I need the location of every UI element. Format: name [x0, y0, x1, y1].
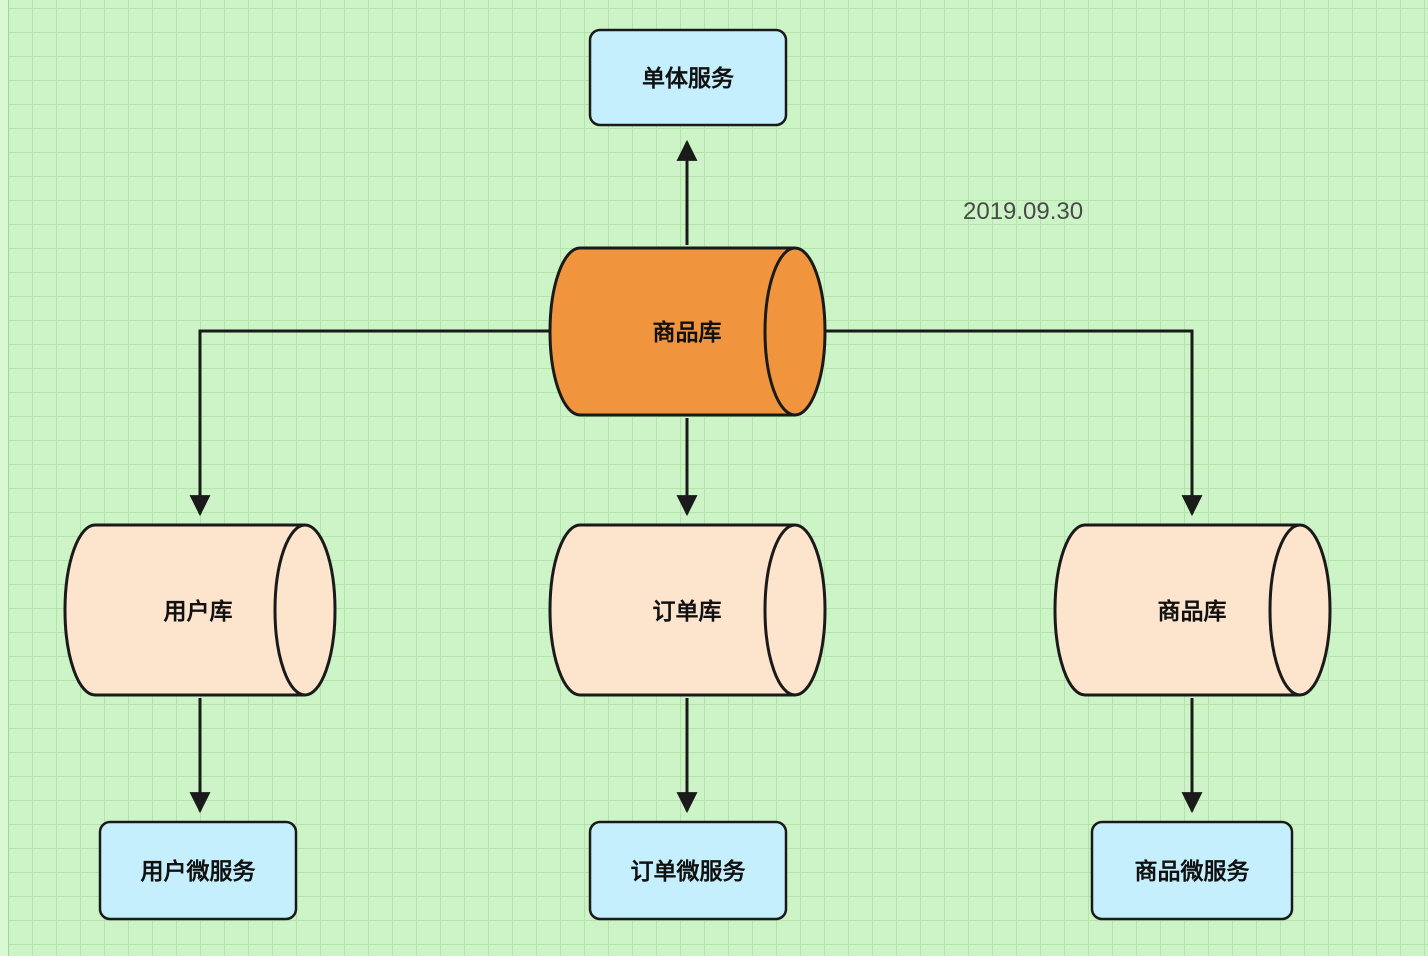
- date-annotation: 2019.09.30: [963, 198, 1083, 225]
- product-db-label: 商品库: [1158, 598, 1227, 624]
- node-product-db-main: 商品库: [548, 246, 827, 417]
- node-monolith: 单体服务: [588, 28, 788, 127]
- user-db-cylinder-face: [273, 523, 306, 697]
- node-order-service: 订单微服务: [588, 820, 788, 921]
- node-product-db: 商品库: [1053, 523, 1332, 697]
- node-order-db: 订单库: [548, 523, 827, 697]
- order-service-box-shape: [588, 820, 788, 921]
- product-db-cylinder-face: [1268, 523, 1301, 697]
- user-service-label: 用户微服务: [141, 858, 257, 884]
- edge-productdb-to-productdb2: [825, 329, 1203, 517]
- monolith-label: 单体服务: [642, 65, 735, 91]
- user-service-box-shape: [98, 820, 298, 921]
- product-service-label: 商品微服务: [1135, 858, 1251, 884]
- node-user-service: 用户微服务: [98, 820, 298, 921]
- monolith-box-shape: [588, 28, 788, 127]
- product-db-main-cylinder-face: [763, 246, 796, 417]
- product-db-main-label: 商品库: [653, 319, 722, 345]
- order-service-label: 订单微服务: [631, 858, 747, 884]
- canvas-left-edge: [0, 0, 9, 956]
- edges-group: [189, 139, 1203, 814]
- edge-productdb-to-userdb: [189, 329, 550, 517]
- order-db-label: 订单库: [653, 598, 722, 624]
- order-db-cylinder-face: [763, 523, 796, 697]
- node-user-db: 用户库: [63, 523, 337, 697]
- user-db-label: 用户库: [164, 598, 233, 624]
- product-service-box-shape: [1090, 820, 1294, 921]
- node-product-service: 商品微服务: [1090, 820, 1294, 921]
